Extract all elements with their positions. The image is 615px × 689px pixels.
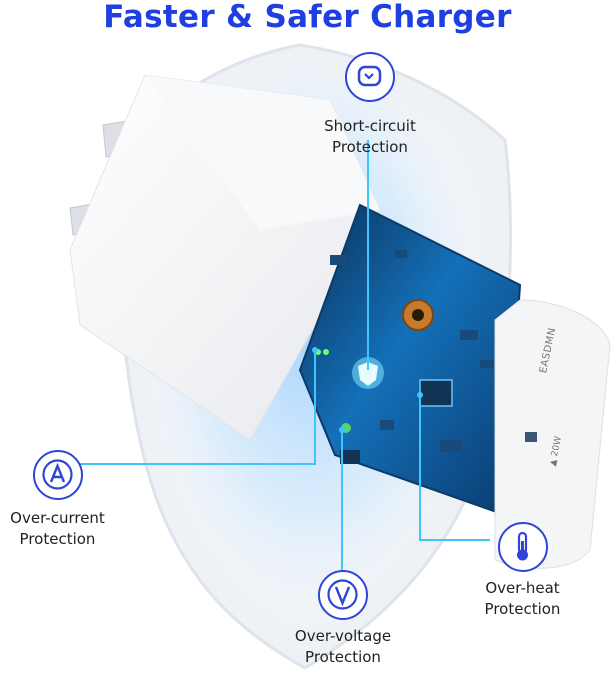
leader-lines	[40, 140, 490, 575]
feature-label-line1: Over-current	[10, 509, 105, 527]
circuit-board	[298, 203, 522, 517]
charger-body	[69, 74, 381, 441]
feature-label-line2: Protection	[305, 648, 381, 666]
feature-over-voltage: Over-voltage Protection	[283, 570, 403, 668]
thermometer-icon	[497, 522, 548, 572]
feature-short-circuit: Short-circuit Protection	[305, 52, 435, 158]
feature-over-heat: Over-heat Protection	[470, 522, 575, 620]
feature-label-line1: Over-voltage	[294, 627, 392, 645]
feature-label-line2: Protection	[484, 600, 561, 618]
feature-label-line1: Over-heat	[485, 579, 560, 597]
current-a-icon	[32, 450, 83, 500]
feature-label-line2: Protection	[19, 530, 96, 548]
short-circuit-icon	[345, 52, 395, 102]
voltage-v-icon	[318, 570, 368, 620]
feature-over-current: Over-current Protection	[0, 450, 115, 550]
feature-label-line1: Short-circuit	[324, 117, 416, 135]
page-title: Faster & Safer Charger	[103, 0, 512, 35]
feature-label-line2: Protection	[332, 138, 408, 156]
